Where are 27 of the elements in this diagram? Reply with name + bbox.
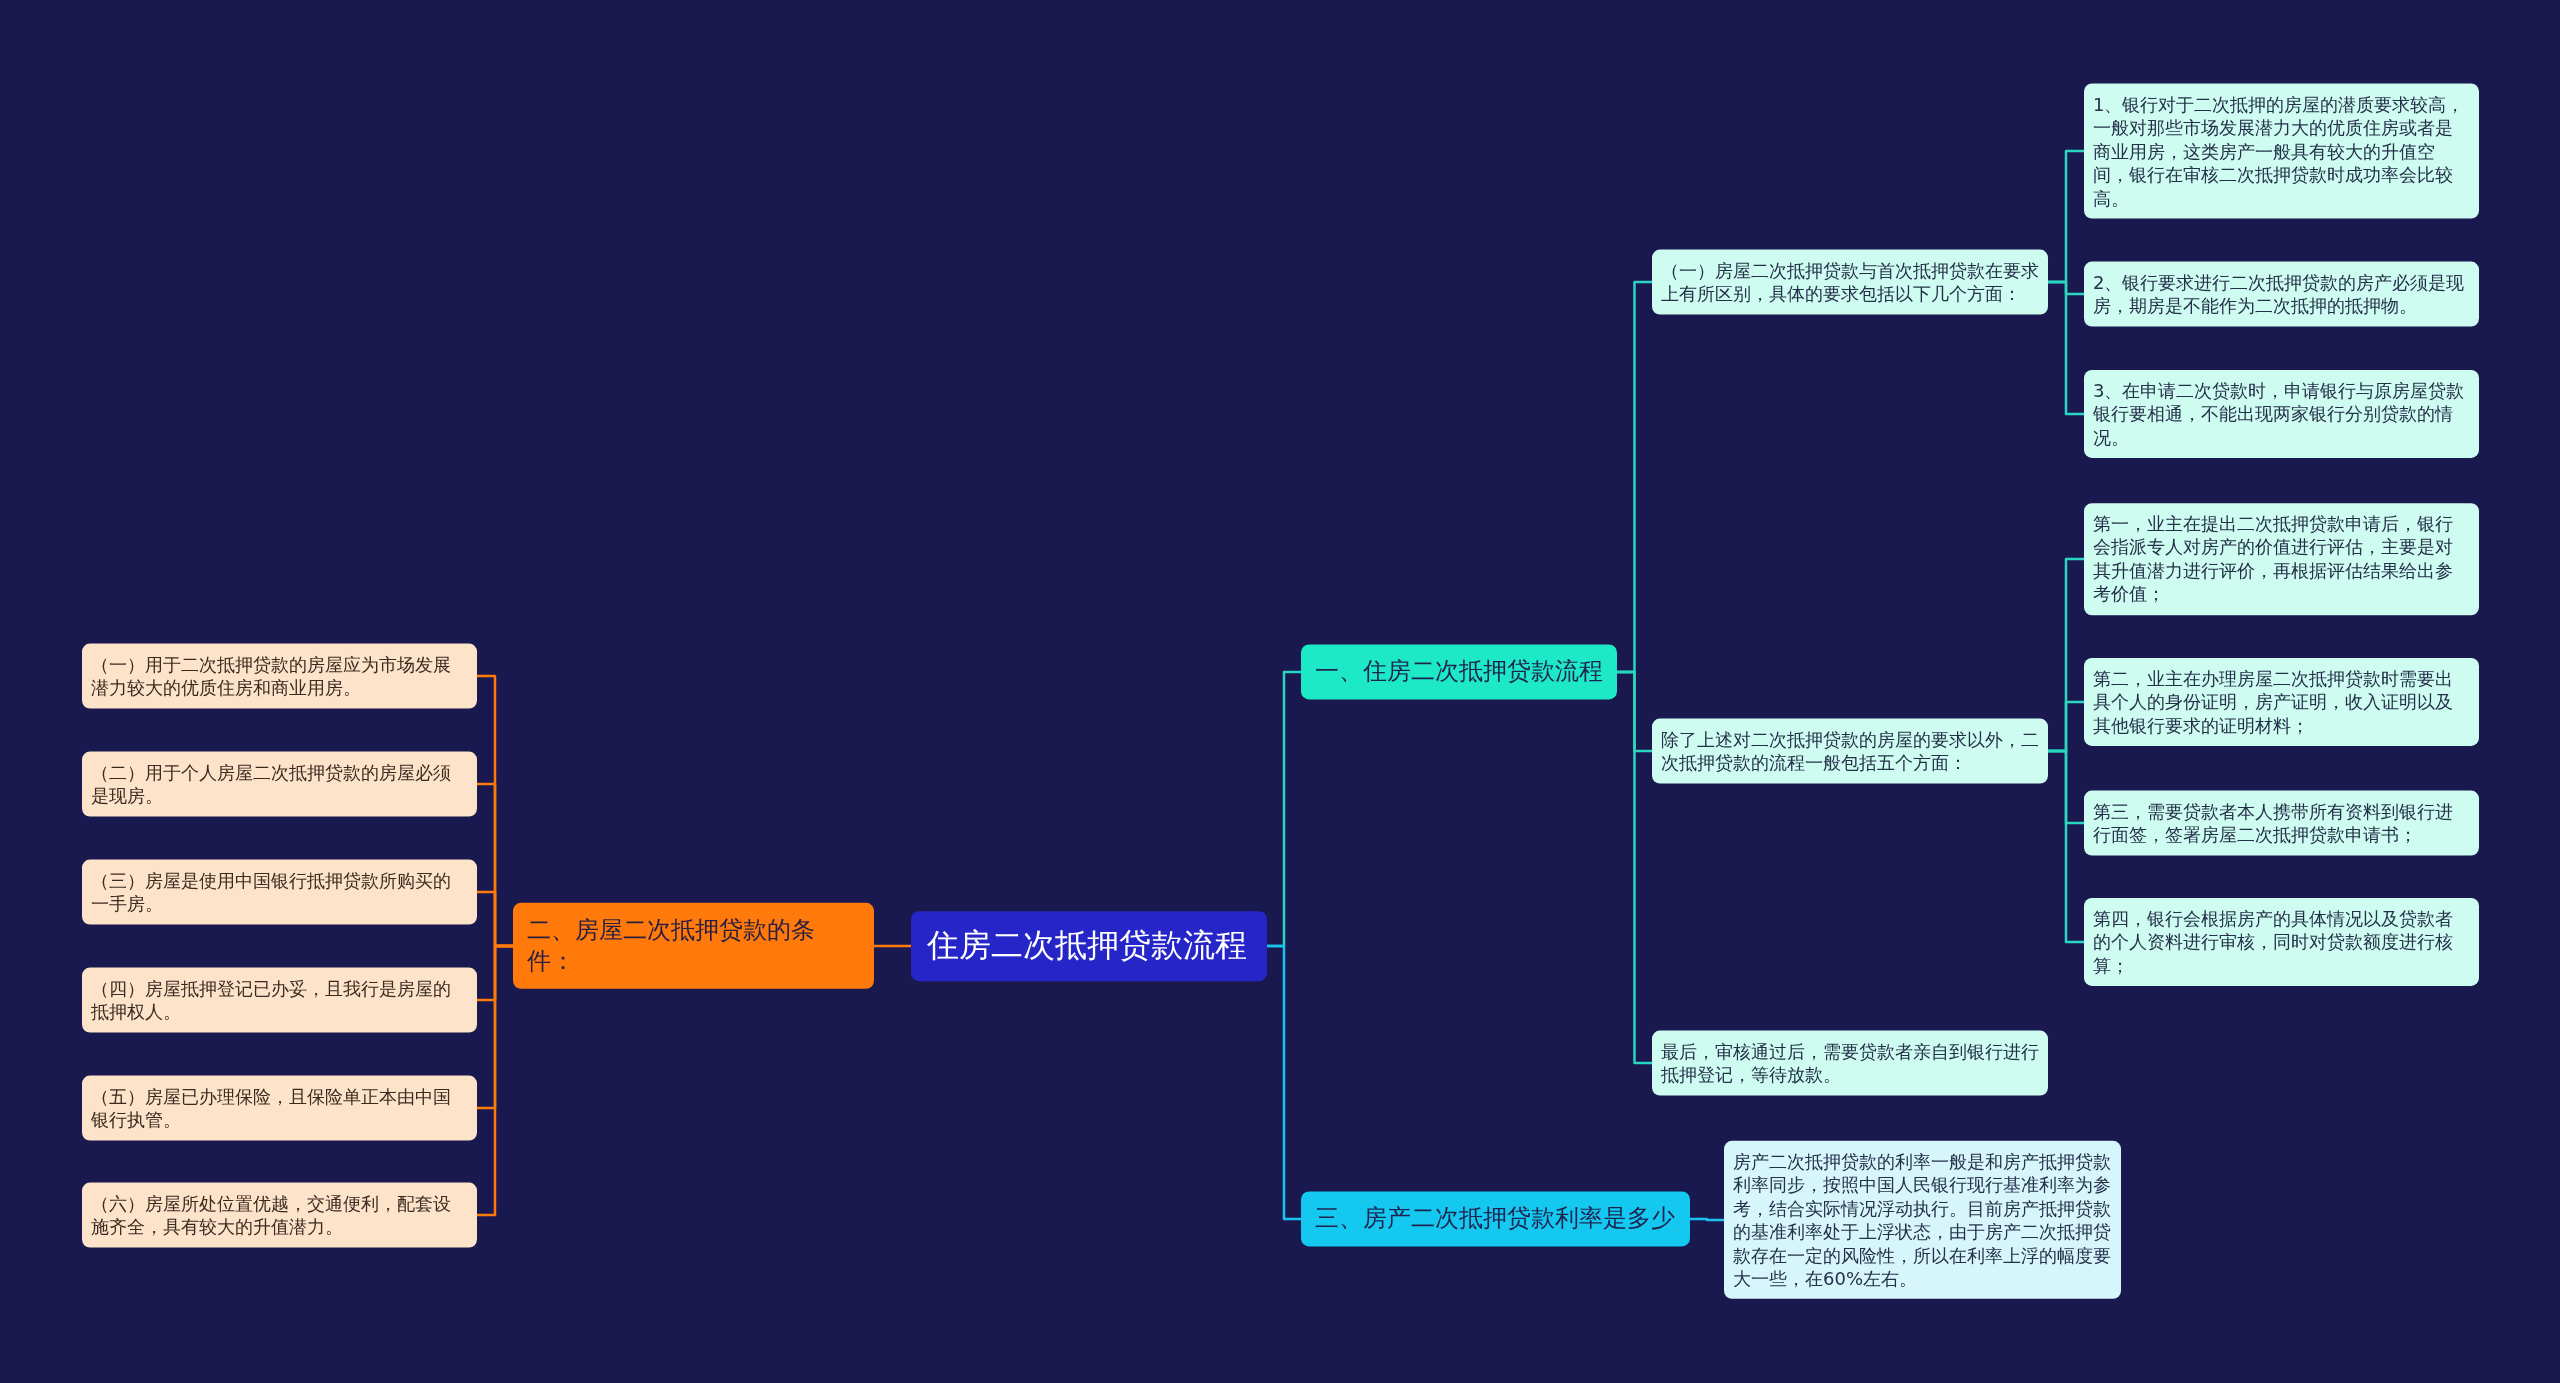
subtopic-box: （一）房屋二次抵押贷款与首次抵押贷款在要求上有所区别，具体的要求包括以下几个方面：	[1652, 249, 2048, 315]
subtopic-box: 除了上述对二次抵押贷款的房屋的要求以外，二次抵押贷款的流程一般包括五个方面：	[1652, 718, 2048, 784]
subtopic-box: （四）房屋抵押登记已办妥，且我行是房屋的抵押权人。	[82, 967, 477, 1033]
subtopic-box: 房产二次抵押贷款的利率一般是和房产抵押贷款利率同步，按照中国人民银行现行基准利率为参考，结合实际情况浮动执行。目前房产抵押贷款的基准利率处于上浮状态，由于房产二次抵押贷款存在一定的风险性，所以在利率上浮的幅度要大一些，在60%左右。	[1724, 1140, 2121, 1300]
subtopic-box: 第三，需要贷款者本人携带所有资料到银行进行面签，签署房屋二次抵押贷款申请书；	[2084, 790, 2479, 856]
subtopic-box: 1、银行对于二次抵押的房屋的潜质要求较高，一般对那些市场发展潜力大的优质住房或者是商业用房，这类房产一般具有较大的升值空间，银行在审核二次抵押贷款时成功率会比较高。	[2084, 83, 2479, 219]
connector-line	[1617, 670, 1652, 1065]
subtopic-box: （一）用于二次抵押贷款的房屋应为市场发展潜力较大的优质住房和商业用房。	[82, 643, 477, 709]
root-topic: 住房二次抵押贷款流程	[911, 911, 1267, 981]
connector-line	[874, 944, 911, 948]
subtopic-box: 第一，业主在提出二次抵押贷款申请后，银行会指派专人对房产的价值进行评估，主要是对其升值潜力进行评价，再根据评估结果给出参考价值；	[2084, 503, 2479, 615]
connector-line	[2048, 749, 2084, 944]
subtopic-box: （二）用于个人房屋二次抵押贷款的房屋必须是现房。	[82, 751, 477, 817]
subtopic-box: （三）房屋是使用中国银行抵押贷款所购买的一手房。	[82, 859, 477, 925]
connector-line	[1690, 1217, 1724, 1222]
branch-topic: 三、房产二次抵押贷款利率是多少	[1301, 1191, 1690, 1247]
subtopic-box: （六）房屋所处位置优越，交通便利，配套设施齐全，具有较大的升值潜力。	[82, 1182, 477, 1248]
connector-line	[2048, 280, 2084, 416]
subtopic-box: 第四，银行会根据房产的具体情况以及贷款者的个人资料进行审核，同时对贷款额度进行核算；	[2084, 897, 2479, 987]
subtopic-box: （五）房屋已办理保险，且保险单正本由中国银行执管。	[82, 1075, 477, 1141]
subtopic-box: 最后，审核通过后，需要贷款者亲自到银行进行抵押登记，等待放款。	[1652, 1030, 2048, 1096]
branch-topic: 二、房屋二次抵押贷款的条件：	[513, 902, 874, 990]
branch-topic: 一、住房二次抵押贷款流程	[1301, 644, 1617, 700]
subtopic-box: 3、在申请二次贷款时，申请银行与原房屋贷款银行要相通，不能出现两家银行分别贷款的情况。	[2084, 369, 2479, 459]
connector-line	[1267, 944, 1301, 1221]
subtopic-box: 第二，业主在办理房屋二次抵押贷款时需要出具个人的身份证明，房产证明，收入证明以及其他银行要求的证明材料；	[2084, 657, 2479, 747]
subtopic-box: 2、银行要求进行二次抵押贷款的房产必须是现房，期房是不能作为二次抵押的抵押物。	[2084, 261, 2479, 327]
